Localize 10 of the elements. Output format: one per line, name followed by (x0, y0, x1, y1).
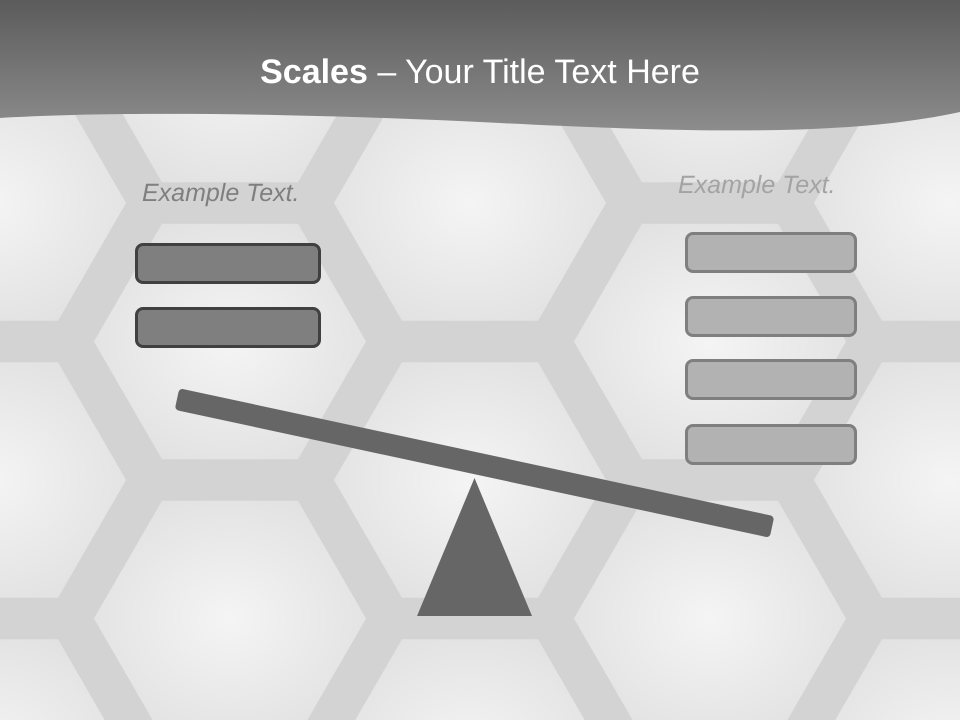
rounded-rectangle (685, 359, 857, 400)
rounded-rectangle (685, 232, 857, 273)
fulcrum-triangle (417, 478, 532, 616)
rounded-rectangle (135, 307, 321, 348)
rounded-rectangle (685, 424, 857, 465)
rounded-rectangle (135, 243, 321, 284)
rounded-rectangle (685, 296, 857, 337)
heading-text: Example Text. (678, 170, 836, 200)
slide-title: Scales – Your Title Text Here (259, 52, 701, 92)
heading-text: Example Text. (142, 178, 300, 208)
